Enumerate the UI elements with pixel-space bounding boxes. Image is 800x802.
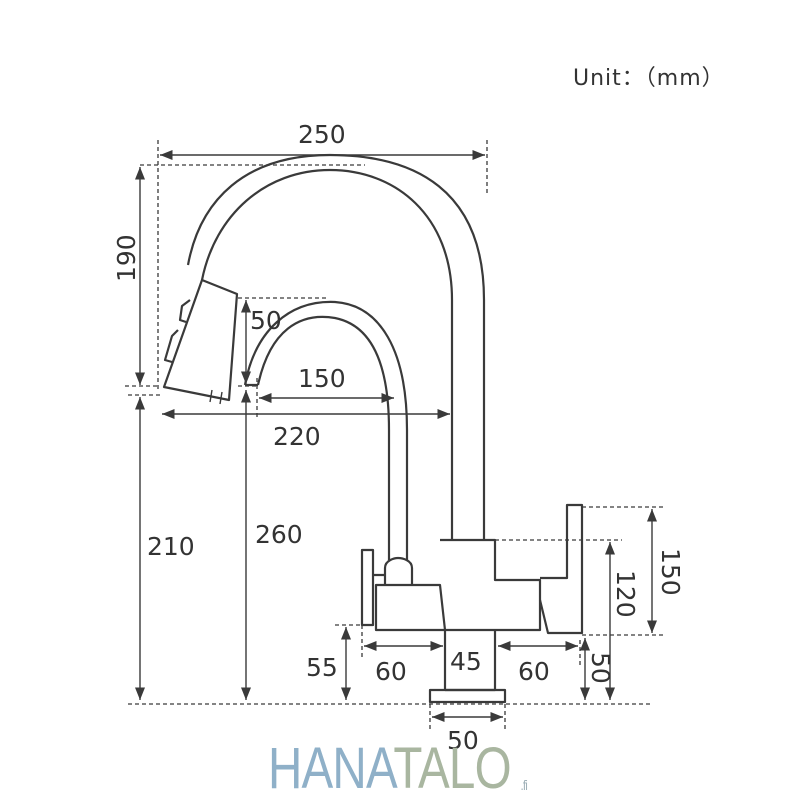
dim-inner-reach: 150 bbox=[298, 364, 346, 393]
dim-base-height: 55 bbox=[306, 653, 338, 682]
spray-head-buttons bbox=[163, 299, 191, 364]
dim-right-body-height: 120 bbox=[611, 570, 640, 618]
brand-suffix: .fi bbox=[520, 777, 528, 793]
dim-top-width: 250 bbox=[298, 120, 346, 149]
brand-logo: HANATALO .fi bbox=[268, 735, 528, 802]
dim-head-height: 50 bbox=[250, 306, 282, 335]
spray-head bbox=[162, 278, 239, 402]
faucet-body bbox=[374, 538, 542, 690]
dim-center-height: 260 bbox=[255, 520, 303, 549]
right-lever bbox=[538, 503, 584, 635]
dim-right-lever: 150 bbox=[656, 548, 685, 596]
left-lever bbox=[360, 548, 385, 627]
dimension-lines bbox=[125, 140, 665, 730]
dim-left-height: 210 bbox=[147, 532, 195, 561]
dim-right-base: 50 bbox=[586, 652, 615, 684]
dim-spout-height: 190 bbox=[112, 234, 141, 282]
base-plate bbox=[428, 688, 507, 704]
dim-right-body: 60 bbox=[518, 657, 550, 686]
unit-label: Unit：（mm） bbox=[573, 66, 725, 91]
filter-spout bbox=[243, 300, 409, 560]
dim-total-reach: 220 bbox=[273, 422, 321, 451]
dim-center-body: 45 bbox=[450, 647, 482, 676]
brand-part2: TALO bbox=[393, 736, 511, 801]
dim-base-width: 50 bbox=[447, 726, 479, 755]
brand-part1: HANA bbox=[268, 736, 394, 801]
dim-left-body: 60 bbox=[375, 657, 407, 686]
faucet-outline bbox=[162, 153, 584, 704]
